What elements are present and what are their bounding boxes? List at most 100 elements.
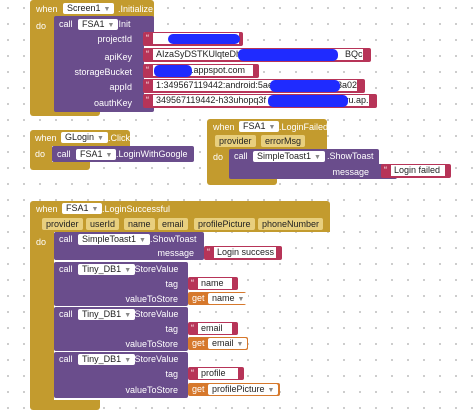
variable-profilepicture-dropdown[interactable]: profilePicture▼ xyxy=(208,384,279,395)
call-keyword: call xyxy=(59,354,73,364)
chevron-down-icon: ▼ xyxy=(107,22,115,29)
when-keyword: when xyxy=(35,133,57,143)
tinydb1-component-dropdown[interactable]: Tiny_DB1▼ xyxy=(78,354,136,365)
simpletoast1-component-dropdown[interactable]: SimpleToast1▼ xyxy=(253,151,325,162)
arg-label-tag: tag xyxy=(165,369,178,379)
fsa1-component-dropdown[interactable]: FSA1▼ xyxy=(76,149,117,160)
param-label-appid: appId xyxy=(109,82,132,92)
simpletoast1-showtoast-call-block[interactable]: call SimpleToast1▼ .ShowToast message “ … xyxy=(54,232,294,260)
method-name: .StoreValue xyxy=(132,264,179,274)
param-provider[interactable]: provider xyxy=(215,135,256,147)
param-label-oauthkey: oauthKey xyxy=(93,98,132,108)
method-name: .ShowToast xyxy=(150,234,197,244)
get-keyword: get xyxy=(192,293,205,303)
method-name: .LoginWithGoogle xyxy=(116,149,188,159)
fsa1-component-dropdown[interactable]: FSA1▼ xyxy=(62,203,103,214)
event-name: .LoginFailed xyxy=(279,122,329,132)
tag-profile-value[interactable]: profile xyxy=(198,368,238,379)
storagebucket-value[interactable]: .appspot.com xyxy=(153,65,253,76)
method-name: .StoreValue xyxy=(132,354,179,364)
event-name: .LoginSuccessful xyxy=(102,204,171,214)
variable-name-dropdown[interactable]: name▼ xyxy=(208,293,249,304)
get-keyword: get xyxy=(192,338,205,348)
call-keyword: call xyxy=(59,19,73,29)
param-profilepicture[interactable]: profilePicture xyxy=(194,218,255,230)
when-keyword: when xyxy=(36,204,58,214)
param-label-apikey: apiKey xyxy=(104,52,132,62)
chevron-down-icon: ▼ xyxy=(124,357,132,364)
fsa1-component-dropdown[interactable]: FSA1▼ xyxy=(239,121,280,132)
do-keyword: do xyxy=(36,237,47,247)
when-keyword: when xyxy=(36,4,58,14)
fsa1-init-call-block[interactable]: call FSA1▼ .Init projectId apiKey storag… xyxy=(54,16,154,112)
tinydb-storevalue-name-block[interactable]: call Tiny_DB1▼ .StoreValue tag valueToSt… xyxy=(54,262,254,306)
arg-label-message: message xyxy=(157,248,194,258)
method-name: .Init xyxy=(116,19,131,29)
chevron-down-icon: ▼ xyxy=(103,6,111,13)
glogin-click-event-block[interactable]: when GLogin▼ .Click do call FSA1▼ .Login… xyxy=(30,130,194,170)
redaction-oauthkey xyxy=(268,95,348,107)
arg-label-message: message xyxy=(332,167,369,177)
chevron-down-icon: ▼ xyxy=(237,296,245,303)
param-phonenumber[interactable]: phoneNumber xyxy=(258,218,324,230)
do-keyword: do xyxy=(213,152,224,162)
event-name: .Initialize xyxy=(118,4,154,14)
chevron-down-icon: ▼ xyxy=(236,341,244,348)
simpletoast1-component-dropdown[interactable]: SimpleToast1▼ xyxy=(78,234,150,245)
login-failed-value[interactable]: Login failed xyxy=(391,165,445,176)
param-name[interactable]: name xyxy=(124,218,155,230)
tinydb-storevalue-email-block[interactable]: call Tiny_DB1▼ .StoreValue tag valueToSt… xyxy=(54,307,254,351)
login-failed-text-block[interactable]: “ Login failed xyxy=(381,164,451,178)
param-label-projectid: projectId xyxy=(97,34,132,44)
method-name: .ShowToast xyxy=(327,151,374,161)
login-success-text-block[interactable]: “ Login success xyxy=(204,246,282,260)
screen1-component-dropdown[interactable]: Screen1▼ xyxy=(63,3,115,14)
param-errormsg[interactable]: errorMsg xyxy=(261,135,306,147)
redaction-apikey xyxy=(238,49,338,61)
fsa1-loginsuccessful-event-block[interactable]: when FSA1▼ .LoginSuccessful provider use… xyxy=(30,201,330,410)
variable-email-dropdown[interactable]: email▼ xyxy=(208,338,248,349)
tag-name-text-block[interactable]: “ name xyxy=(188,277,238,290)
tinydb-storevalue-profile-block[interactable]: call Tiny_DB1▼ .StoreValue tag valueToSt… xyxy=(54,352,294,398)
get-email-variable-block[interactable]: get email▼ xyxy=(188,337,248,350)
get-name-variable-block[interactable]: get name▼ xyxy=(188,292,249,305)
param-provider[interactable]: provider xyxy=(42,218,83,230)
login-success-value[interactable]: Login success xyxy=(214,247,276,258)
arg-label-tag: tag xyxy=(165,324,178,334)
arg-label-valuetostore: valueToStore xyxy=(125,339,178,349)
event-name: .Click xyxy=(108,133,130,143)
appid-value[interactable]: 1:349567119442:android:5aeb23a02f8b xyxy=(153,80,357,91)
param-label-storagebucket: storageBucket xyxy=(74,67,132,77)
redaction-storagebucket xyxy=(154,65,192,77)
call-keyword: call xyxy=(59,309,73,319)
tag-name-value[interactable]: name xyxy=(198,278,232,289)
tag-email-value[interactable]: email xyxy=(198,323,232,334)
do-keyword: do xyxy=(36,21,47,31)
chevron-down-icon: ▼ xyxy=(91,206,99,213)
fsa1-component-dropdown[interactable]: FSA1▼ xyxy=(78,19,119,30)
chevron-down-icon: ▼ xyxy=(314,154,321,161)
chevron-down-icon: ▼ xyxy=(97,135,104,142)
chevron-down-icon: ▼ xyxy=(124,312,132,319)
tinydb1-component-dropdown[interactable]: Tiny_DB1▼ xyxy=(78,264,136,275)
param-userid[interactable]: userId xyxy=(86,218,120,230)
glogin-component-dropdown[interactable]: GLogin▼ xyxy=(61,132,108,143)
redaction-appid xyxy=(270,80,340,92)
fsa1-loginwithgoogle-call-block[interactable]: call FSA1▼ .LoginWithGoogle xyxy=(52,146,194,162)
arg-label-valuetostore: valueToStore xyxy=(125,294,178,304)
get-profilepicture-variable-block[interactable]: get profilePicture▼ xyxy=(188,383,280,396)
call-keyword: call xyxy=(59,234,73,244)
get-keyword: get xyxy=(192,384,205,394)
tag-profile-text-block[interactable]: “ profile xyxy=(188,367,244,380)
chevron-down-icon: ▼ xyxy=(105,152,113,159)
redaction-projectid xyxy=(168,34,240,44)
param-email[interactable]: email xyxy=(158,218,188,230)
method-name: .StoreValue xyxy=(132,309,179,319)
call-keyword: call xyxy=(57,149,71,159)
chevron-down-icon: ▼ xyxy=(267,387,275,394)
chevron-down-icon: ▼ xyxy=(124,267,132,274)
tinydb1-component-dropdown[interactable]: Tiny_DB1▼ xyxy=(78,309,136,320)
tag-email-text-block[interactable]: “ email xyxy=(188,322,238,335)
fsa1-loginfailed-event-block[interactable]: when FSA1▼ .LoginFailed provider errorMs… xyxy=(207,119,451,185)
simpletoast1-showtoast-call-block[interactable]: call SimpleToast1▼ .ShowToast message “ … xyxy=(229,149,451,179)
